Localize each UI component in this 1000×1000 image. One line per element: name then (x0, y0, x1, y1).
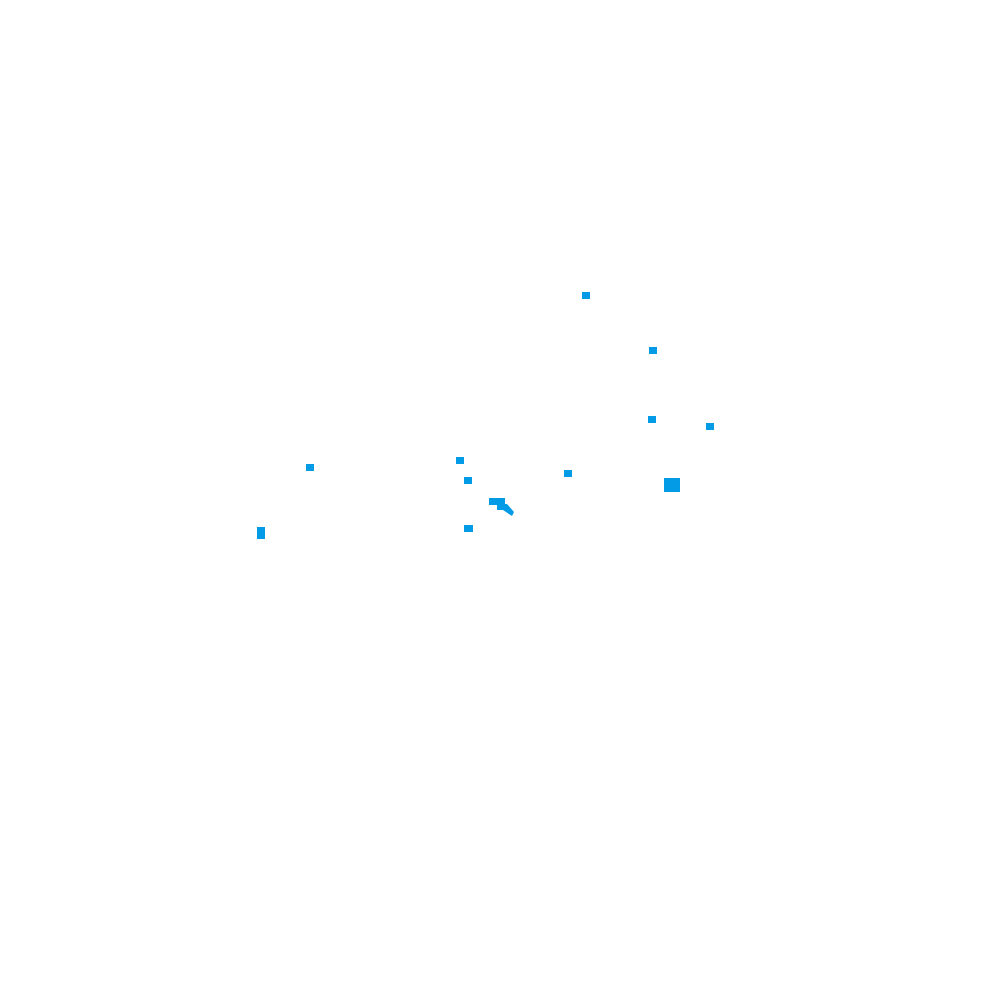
map-marker[interactable] (306, 464, 314, 471)
map-marker[interactable] (706, 423, 714, 430)
map-marker[interactable] (649, 347, 657, 354)
map-marker[interactable] (564, 470, 572, 477)
map-marker[interactable] (648, 416, 656, 423)
map-marker[interactable] (257, 527, 265, 539)
map-marker[interactable] (464, 525, 473, 532)
map-marker[interactable] (456, 457, 464, 464)
marker-group (257, 292, 714, 539)
map-marker[interactable] (664, 478, 680, 492)
map-marker[interactable] (489, 498, 505, 505)
map-marker[interactable] (497, 504, 514, 516)
map-marker[interactable] (464, 477, 472, 484)
map-marker[interactable] (582, 292, 590, 299)
